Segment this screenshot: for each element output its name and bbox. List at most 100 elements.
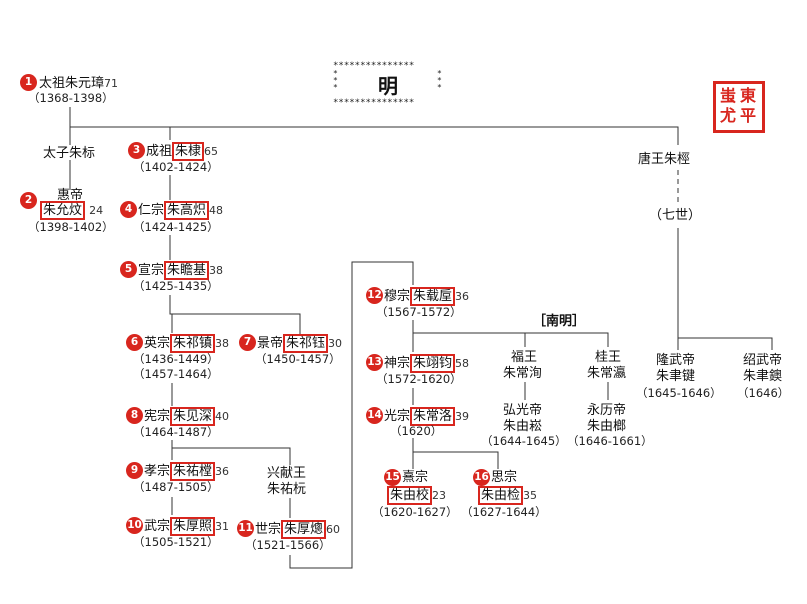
line-guangzong-sons (412, 438, 499, 469)
emperor-age: 24 (89, 204, 104, 217)
seal-char-2: 平 (740, 106, 757, 125)
reign-years: （1572-1620） (376, 372, 462, 386)
reign-years: （1424-1425） (133, 220, 219, 234)
prince-xingxian-title: 兴献王 (267, 466, 307, 481)
emperor-age: 35 (523, 489, 538, 502)
emperor-longwu-title: 隆武帝 (656, 353, 696, 368)
seal-stamp: 東 平 蚩 尤 (713, 81, 765, 133)
emperor-hongguang-title: 弘光帝 (503, 403, 543, 418)
reign-years: （1368-1398） (28, 91, 114, 105)
emperor-number-badge: 16 (473, 469, 490, 486)
emperor-name: 朱祐樘 (170, 462, 216, 481)
emperor-name: 朱载垕 (410, 287, 456, 306)
emperor-name: 朱祁镇 (170, 334, 216, 353)
reign-years: （1402-1424） (133, 160, 219, 174)
emperor-number-badge: 14 (366, 407, 383, 424)
reign-years: （1646-1661） (567, 434, 653, 448)
emperor-name: 朱厚照 (170, 517, 216, 536)
temple-name: 熹宗 (402, 470, 429, 485)
prince-gui-name: 朱常瀛 (587, 366, 627, 381)
emperor-name: 朱祁钰 (283, 334, 329, 353)
emperor-age: 38 (215, 337, 230, 350)
seal-char-1: 東 (740, 86, 757, 105)
emperor-name: 朱由校 (387, 486, 433, 505)
emperor-age: 58 (455, 357, 470, 370)
line-shizong-muzong (289, 261, 414, 569)
title-stars-top: *************** (333, 61, 415, 71)
reign-years: （1398-1402） (28, 220, 114, 234)
temple-name: 思宗 (491, 470, 518, 485)
emperor-number-badge: 3 (128, 142, 145, 159)
prince-xingxian-name: 朱祐杬 (267, 482, 307, 497)
reign-years: （1464-1487） (133, 425, 219, 439)
emperor-number-badge: 5 (120, 261, 137, 278)
emperor-shaowu-title: 绍武帝 (743, 353, 783, 368)
emperor-number-badge: 12 (366, 287, 383, 304)
reign-years: （1644-1645） (481, 434, 567, 448)
line-qishi-longwu (677, 228, 773, 350)
emperor-age: 36 (215, 465, 230, 478)
emperor-age: 31 (215, 520, 230, 533)
emperor-age: 39 (455, 410, 470, 423)
emperor-name: 朱见深 (170, 407, 216, 426)
emperor-yongli-title: 永历帝 (587, 403, 627, 418)
emperor-age: 40 (215, 410, 230, 423)
emperor-age: 30 (328, 337, 343, 350)
reign-years: （1627-1644） (461, 505, 547, 519)
seal-char-4: 尤 (720, 106, 737, 125)
emperor-number-badge: 15 (384, 469, 401, 486)
seal-char-3: 蚩 (720, 86, 737, 105)
emperor-name: 朱翊钧 (410, 354, 456, 373)
prince-fu-name: 朱常洵 (503, 366, 543, 381)
temple-name: 仁宗 (138, 203, 165, 218)
line-xuanzong-sons (169, 295, 301, 335)
reign-years: （1521-1566） (245, 538, 331, 552)
emperor-name: 朱由检 (478, 486, 524, 505)
emperor-age: 23 (432, 489, 447, 502)
temple-name: 穆宗 (384, 289, 411, 304)
line-muzong-sons (412, 320, 609, 347)
emperor-name: 朱允炆 (40, 201, 86, 220)
reign-years: （1450-1457） (255, 352, 341, 366)
temple-name: 神宗 (384, 356, 411, 371)
temple-name: 光宗 (384, 409, 411, 424)
temple-name: 世宗 (255, 522, 282, 537)
emperor-age: 65 (204, 145, 219, 158)
reign-years: （1620-1627） (372, 505, 458, 519)
reign-years: （1487-1505） (133, 480, 219, 494)
emperor-number-badge: 11 (237, 520, 254, 537)
temple-name: 太祖 (39, 76, 66, 91)
temple-name: 孝宗 (144, 464, 171, 479)
dynasty-title-box: *************** *************** *** *** … (333, 62, 443, 108)
reign-years: （1567-1572） (376, 305, 462, 319)
emperor-number-badge: 1 (20, 74, 37, 91)
emperor-longwu-name: 朱聿键 (656, 369, 696, 384)
prince-fu-title: 福王 (511, 350, 538, 365)
emperor-huidi: 朱允炆 24 (40, 201, 104, 220)
emperor-taizu: 太祖朱元璋71 (39, 76, 118, 91)
emperor-name: 朱常洛 (410, 407, 456, 426)
emperor-name: 朱瞻基 (164, 261, 210, 280)
prince-gui-title: 桂王 (595, 350, 622, 365)
reign-years: （1646） (737, 386, 790, 400)
seven-generations-label: （七世） (649, 208, 702, 223)
temple-name: 武宗 (144, 519, 171, 534)
temple-name: 惠帝 (57, 188, 84, 203)
emperor-number-badge: 7 (239, 334, 256, 351)
title-star-left: *** (333, 69, 338, 92)
emperor-name: 朱元璋 (65, 76, 105, 91)
title-stars-bottom: *************** (333, 98, 415, 108)
temple-name: 宪宗 (144, 409, 171, 424)
reign-years: （1645-1646） (636, 386, 722, 400)
crown-prince-zhubiao: 太子朱标 (43, 146, 96, 161)
trunk-line (69, 107, 679, 145)
